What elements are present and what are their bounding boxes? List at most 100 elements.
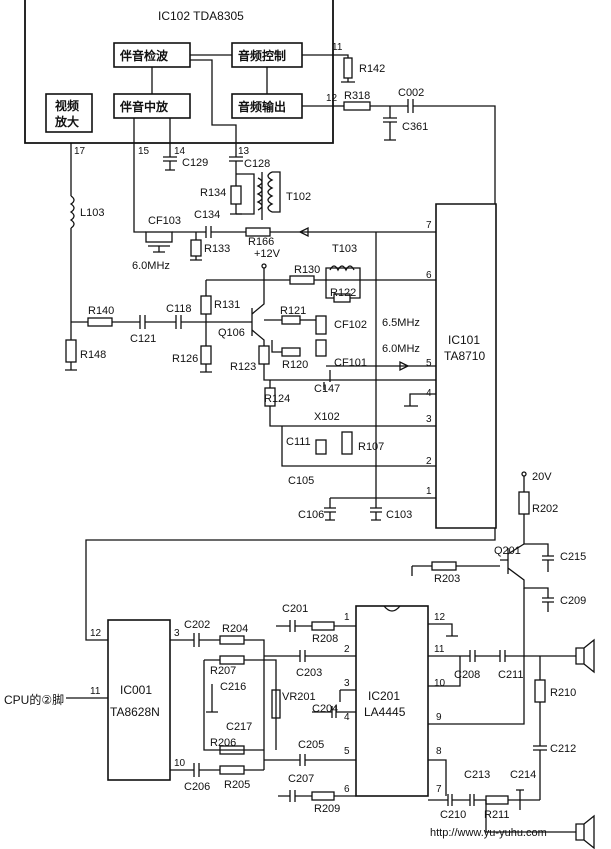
svg-text:R207: R207 (210, 665, 236, 677)
svg-text:12: 12 (434, 612, 446, 623)
block-video-amp (45, 93, 93, 133)
svg-text:C106: C106 (298, 509, 324, 521)
svg-text:C361: C361 (402, 121, 428, 133)
svg-text:5: 5 (426, 358, 432, 369)
svg-text:9: 9 (436, 712, 442, 723)
svg-text:R318: R318 (344, 90, 370, 102)
r134-resistor (230, 185, 242, 205)
svg-text:R107: R107 (358, 441, 384, 453)
svg-text:CF101: CF101 (334, 357, 367, 369)
svg-text:IC201: IC201 (368, 689, 400, 703)
svg-text:C214: C214 (510, 769, 536, 781)
r202-resistor (518, 491, 530, 515)
svg-text:R166: R166 (248, 236, 274, 248)
r206-resistor (219, 745, 245, 755)
r204-resistor (219, 635, 245, 645)
svg-text:1: 1 (426, 486, 432, 497)
svg-text:IC101: IC101 (448, 333, 480, 347)
svg-text:视频: 视频 (55, 98, 79, 113)
r166-resistor (245, 227, 271, 237)
svg-text:6.0MHz: 6.0MHz (382, 343, 420, 355)
cf103-filter (145, 231, 173, 243)
svg-text:R121: R121 (280, 305, 306, 317)
svg-text:1: 1 (344, 612, 350, 623)
svg-text:R205: R205 (224, 779, 250, 791)
r207-resistor (219, 655, 245, 665)
r209-resistor (311, 791, 335, 801)
svg-text:C111: C111 (286, 436, 311, 448)
svg-text:CF102: CF102 (334, 319, 367, 331)
svg-text:R211: R211 (484, 809, 509, 821)
svg-text:Q106: Q106 (218, 327, 245, 339)
svg-text:C203: C203 (296, 667, 322, 679)
r142-resistor (343, 57, 353, 79)
svg-text:C216: C216 (220, 681, 246, 693)
svg-text:C207: C207 (288, 773, 314, 785)
svg-text:17: 17 (74, 146, 86, 157)
svg-text:R123: R123 (230, 361, 256, 373)
svg-text:11: 11 (90, 686, 101, 697)
svg-text:伴音中放: 伴音中放 (119, 99, 169, 114)
svg-text:C205: C205 (298, 739, 324, 751)
r205-resistor (219, 765, 245, 775)
svg-text:R131: R131 (214, 299, 240, 311)
svg-text:C211: C211 (498, 669, 523, 681)
svg-text:6: 6 (344, 784, 350, 795)
r208-resistor (311, 621, 335, 631)
svg-text:C215: C215 (560, 551, 586, 563)
svg-text:C213: C213 (464, 769, 490, 781)
svg-text:3: 3 (426, 414, 432, 425)
svg-text:3: 3 (344, 678, 350, 689)
q106-base (240, 308, 253, 336)
svg-text:2: 2 (344, 644, 350, 655)
r126-resistor (200, 345, 212, 365)
svg-text:13: 13 (238, 146, 250, 157)
svg-text:C105: C105 (288, 475, 314, 487)
svg-text:C204: C204 (312, 703, 338, 715)
svg-text:T103: T103 (332, 243, 357, 255)
svg-text:C118: C118 (166, 303, 191, 315)
svg-text:C217: C217 (226, 721, 252, 733)
svg-text:C208: C208 (454, 669, 480, 681)
svg-text:6.0MHz: 6.0MHz (132, 260, 170, 272)
svg-text:R130: R130 (294, 264, 320, 276)
r148-resistor (65, 339, 77, 363)
svg-text:8: 8 (436, 746, 442, 757)
ic102-title: IC102 TDA8305 (158, 9, 244, 23)
svg-text:12: 12 (326, 93, 338, 104)
vr201-potentiometer (271, 689, 281, 719)
svg-text:R208: R208 (312, 633, 338, 645)
svg-text:C128: C128 (244, 158, 270, 170)
svg-text:VR201: VR201 (282, 691, 316, 703)
svg-text:C103: C103 (386, 509, 412, 521)
q106-transistor (251, 280, 265, 346)
svg-text:6: 6 (426, 270, 432, 281)
x102-crystal (315, 439, 327, 455)
svg-text:C147: C147 (314, 383, 340, 395)
svg-text:X102: X102 (314, 411, 340, 423)
svg-text:R140: R140 (88, 305, 114, 317)
svg-text:R148: R148 (80, 349, 106, 361)
r130-resistor (289, 275, 315, 285)
svg-text:R124: R124 (264, 393, 290, 405)
svg-text:T102: T102 (286, 191, 311, 203)
l103-inductor (69, 195, 75, 229)
ic101: IC101 TA8710 7 6 5 4 3 2 1 (426, 203, 497, 529)
svg-text:R126: R126 (172, 353, 198, 365)
svg-text:R133: R133 (204, 243, 230, 255)
cpu-pin2-label: CPU的②脚 (4, 692, 64, 707)
r203-resistor (431, 561, 457, 571)
svg-text:R120: R120 (282, 359, 308, 371)
svg-text:C201: C201 (282, 603, 308, 615)
svg-text:20V: 20V (532, 471, 552, 483)
svg-text:R204: R204 (222, 623, 248, 635)
svg-text:11: 11 (332, 42, 343, 53)
svg-text:C134: C134 (194, 209, 220, 221)
svg-text:音频输出: 音频输出 (238, 99, 286, 114)
svg-text:R122: R122 (330, 287, 356, 299)
svg-text:4: 4 (344, 712, 350, 723)
r107-resistor (341, 431, 353, 455)
svg-text:TA8710: TA8710 (444, 349, 485, 363)
r133-resistor (190, 239, 202, 257)
